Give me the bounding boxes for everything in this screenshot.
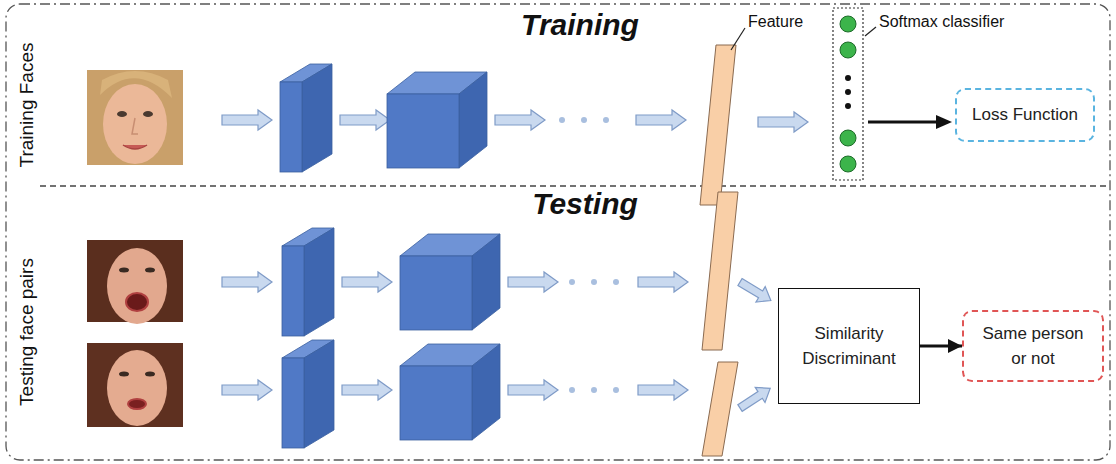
ellipsis-dot xyxy=(591,387,597,393)
ellipsis-dot xyxy=(613,387,619,393)
outer-frame xyxy=(6,4,1110,460)
divider-line xyxy=(40,185,1108,187)
flow-arrow xyxy=(340,110,390,130)
ellipsis-dot xyxy=(581,117,587,123)
flow-arrow xyxy=(495,110,545,130)
connector-arrow xyxy=(920,345,962,348)
flow-arrow xyxy=(222,110,272,130)
part-label: Feature xyxy=(748,13,803,31)
ellipsis-dot xyxy=(845,103,851,109)
flow-arrow xyxy=(758,112,808,132)
training-face-photo xyxy=(87,70,183,165)
section-title: Testing xyxy=(532,187,638,221)
flow-arrow xyxy=(868,121,938,124)
softmax-unit xyxy=(840,16,856,32)
flow-arrow xyxy=(342,272,392,292)
similarity-box: Similarity Discriminant xyxy=(778,288,920,404)
node-text: Similarity Discriminant xyxy=(789,321,909,372)
node-text: Same person or not xyxy=(974,321,1092,372)
leader-line xyxy=(865,27,876,36)
conv-layer xyxy=(400,344,500,440)
softmax-column xyxy=(833,8,863,180)
testing-face-photo xyxy=(87,343,183,427)
side-label: Training Faces xyxy=(16,43,38,168)
flow-arrow xyxy=(222,380,272,400)
softmax-unit xyxy=(840,42,856,58)
flow-arrow xyxy=(508,380,558,400)
ellipsis-dot xyxy=(559,117,565,123)
part-label: Softmax classifier xyxy=(879,13,1004,31)
flow-arrow xyxy=(638,380,688,400)
flow-arrow xyxy=(735,274,775,308)
arrow-head xyxy=(936,115,952,129)
flow-arrow xyxy=(636,110,686,130)
feature-bar xyxy=(700,45,736,205)
ellipsis-dot xyxy=(591,279,597,285)
ellipsis-dot xyxy=(603,117,609,123)
output-box: Same person or not xyxy=(962,310,1104,382)
ellipsis-dot xyxy=(569,279,575,285)
flow-arrow xyxy=(735,381,775,416)
side-label: Testing face pairs xyxy=(16,258,38,406)
conv-layer xyxy=(282,228,334,336)
ellipsis-dot xyxy=(613,279,619,285)
flow-arrow xyxy=(638,272,688,292)
conv-layer xyxy=(387,72,487,168)
conv-layer xyxy=(280,64,332,172)
feature-bar xyxy=(702,192,738,350)
feature-bar xyxy=(702,362,738,456)
flow-arrow xyxy=(222,272,272,292)
leader-line xyxy=(731,28,745,50)
flow-arrow xyxy=(508,272,558,292)
flow-arrow xyxy=(342,380,392,400)
ellipsis-dot xyxy=(845,89,851,95)
conv-layer xyxy=(282,340,334,448)
softmax-unit xyxy=(840,130,856,146)
loss-box: Loss Function xyxy=(955,88,1095,142)
testing-face-photo xyxy=(87,240,183,324)
ellipsis-dot xyxy=(845,75,851,81)
softmax-unit xyxy=(840,156,856,172)
section-title: Training xyxy=(521,8,639,42)
node-text: Loss Function xyxy=(972,102,1078,128)
conv-layer xyxy=(400,234,500,330)
ellipsis-dot xyxy=(569,387,575,393)
